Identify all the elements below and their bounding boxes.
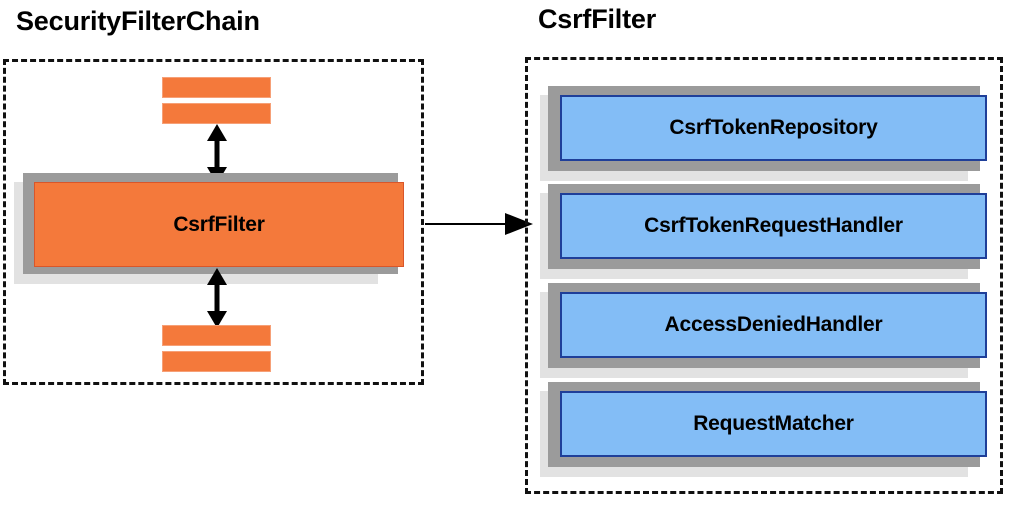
filter-bar-bottom-2 [162, 351, 271, 372]
component-card-access-denied-handler: AccessDeniedHandler [540, 283, 990, 382]
expand-arrow [425, 213, 533, 235]
component-face: RequestMatcher [560, 391, 987, 457]
component-card-csrf-token-request-handler: CsrfTokenRequestHandler [540, 184, 990, 283]
csrf-filter-label: CsrfFilter [173, 212, 265, 236]
right-panel-title: CsrfFilter [538, 4, 657, 34]
csrf-filter-container [525, 57, 1003, 494]
component-face: CsrfTokenRequestHandler [560, 193, 987, 259]
component-card-csrf-token-repository: CsrfTokenRepository [540, 86, 990, 185]
left-panel-title: SecurityFilterChain [16, 6, 260, 36]
component-face: AccessDeniedHandler [560, 292, 987, 358]
filter-bar-top-2 [162, 103, 271, 124]
component-card-request-matcher: RequestMatcher [540, 382, 990, 481]
csrf-filter-card: CsrfFilter [14, 173, 404, 284]
csrf-filter-face: CsrfFilter [34, 182, 404, 267]
component-label: AccessDeniedHandler [664, 313, 883, 336]
filter-bar-bottom-1 [162, 325, 271, 346]
component-label: CsrfTokenRequestHandler [644, 214, 903, 237]
component-face: CsrfTokenRepository [560, 95, 987, 161]
security-filter-chain-container [3, 59, 424, 385]
component-label: RequestMatcher [693, 412, 854, 435]
double-arrow-down [204, 268, 230, 328]
component-label: CsrfTokenRepository [669, 116, 878, 139]
filter-bar-top-1 [162, 77, 271, 98]
